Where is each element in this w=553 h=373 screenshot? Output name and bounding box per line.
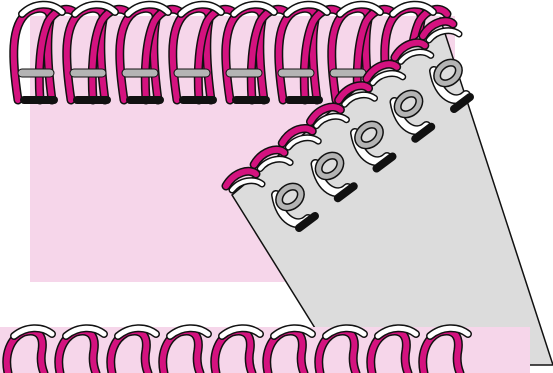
gray-needle [18, 69, 54, 77]
gray-needle [70, 69, 106, 77]
gray-needle [226, 69, 262, 77]
black-needle [179, 96, 217, 104]
gray-needle [122, 69, 158, 77]
bottom-fabric [0, 327, 530, 373]
gray-needle [278, 69, 314, 77]
black-needle [232, 96, 270, 104]
black-needle [285, 96, 323, 104]
black-needle [126, 96, 164, 104]
gray-needle [330, 69, 366, 77]
gray-needle [174, 69, 210, 77]
black-needle [20, 96, 58, 104]
black-needle [73, 96, 111, 104]
